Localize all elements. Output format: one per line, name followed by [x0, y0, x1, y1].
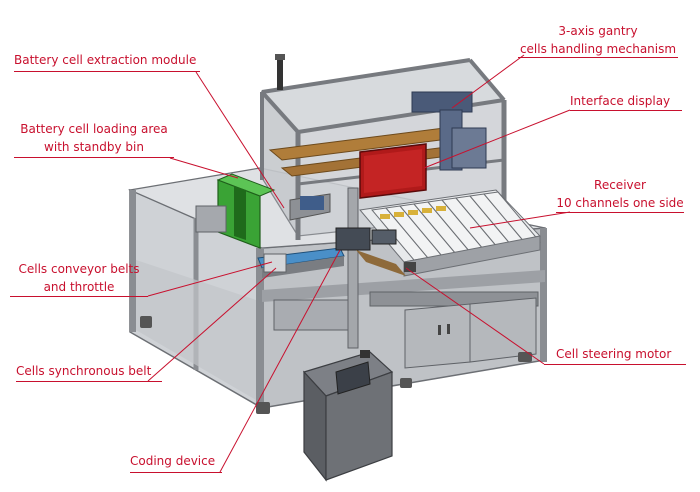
label-extraction-module-underline [14, 71, 200, 72]
label-3axis-gantry-line2: cells handling mechanism [519, 42, 677, 56]
receiver-channels [359, 189, 541, 277]
label-loading-area-underline [14, 157, 174, 158]
label-synchronous-belt-underline [16, 381, 162, 382]
label-interface-display-underline [570, 110, 682, 111]
label-receiver-underline [556, 212, 684, 213]
label-3axis-gantry-line1: 3-axis gantry [558, 24, 638, 38]
label-receiver: Receiver 10 channels one side [556, 176, 684, 212]
label-interface-display-text: Interface display [570, 94, 671, 108]
label-receiver-line2: 10 channels one side [556, 196, 684, 210]
label-coding-device-underline [130, 472, 222, 473]
standby-bin [195, 173, 276, 249]
label-extraction-module-text: Battery cell extraction module [14, 53, 197, 67]
label-interface-display: Interface display [570, 92, 670, 110]
label-coding-device-text: Coding device [130, 454, 216, 468]
label-coding-device: Coding device [130, 452, 215, 470]
label-conveyor-belts: Cells conveyor belts and throttle [10, 260, 148, 296]
label-synchronous-belt: Cells synchronous belt [16, 362, 151, 380]
conveyor-assembly [257, 187, 416, 349]
label-conveyor-belts-line1: Cells conveyor belts [18, 262, 140, 276]
label-loading-area: Battery cell loading area with standby b… [14, 120, 174, 156]
leader-lines [147, 54, 571, 473]
label-receiver-line1: Receiver [594, 178, 646, 192]
label-3axis-gantry-underline [518, 57, 678, 58]
label-steering-motor-underline [544, 364, 686, 365]
label-conveyor-belts-underline [10, 296, 148, 297]
label-loading-area-line1: Battery cell loading area [20, 122, 168, 136]
label-3axis-gantry: 3-axis gantry cells handling mechanism [518, 22, 678, 58]
label-steering-motor-text: Cell steering motor [556, 347, 672, 361]
label-synchronous-belt-text: Cells synchronous belt [16, 364, 152, 378]
label-steering-motor: Cell steering motor [556, 345, 671, 363]
label-conveyor-belts-line2: and throttle [43, 280, 115, 294]
label-extraction-module: Battery cell extraction module [14, 51, 196, 69]
coding-device [302, 350, 394, 482]
label-loading-area-line2: with standby bin [44, 140, 144, 154]
